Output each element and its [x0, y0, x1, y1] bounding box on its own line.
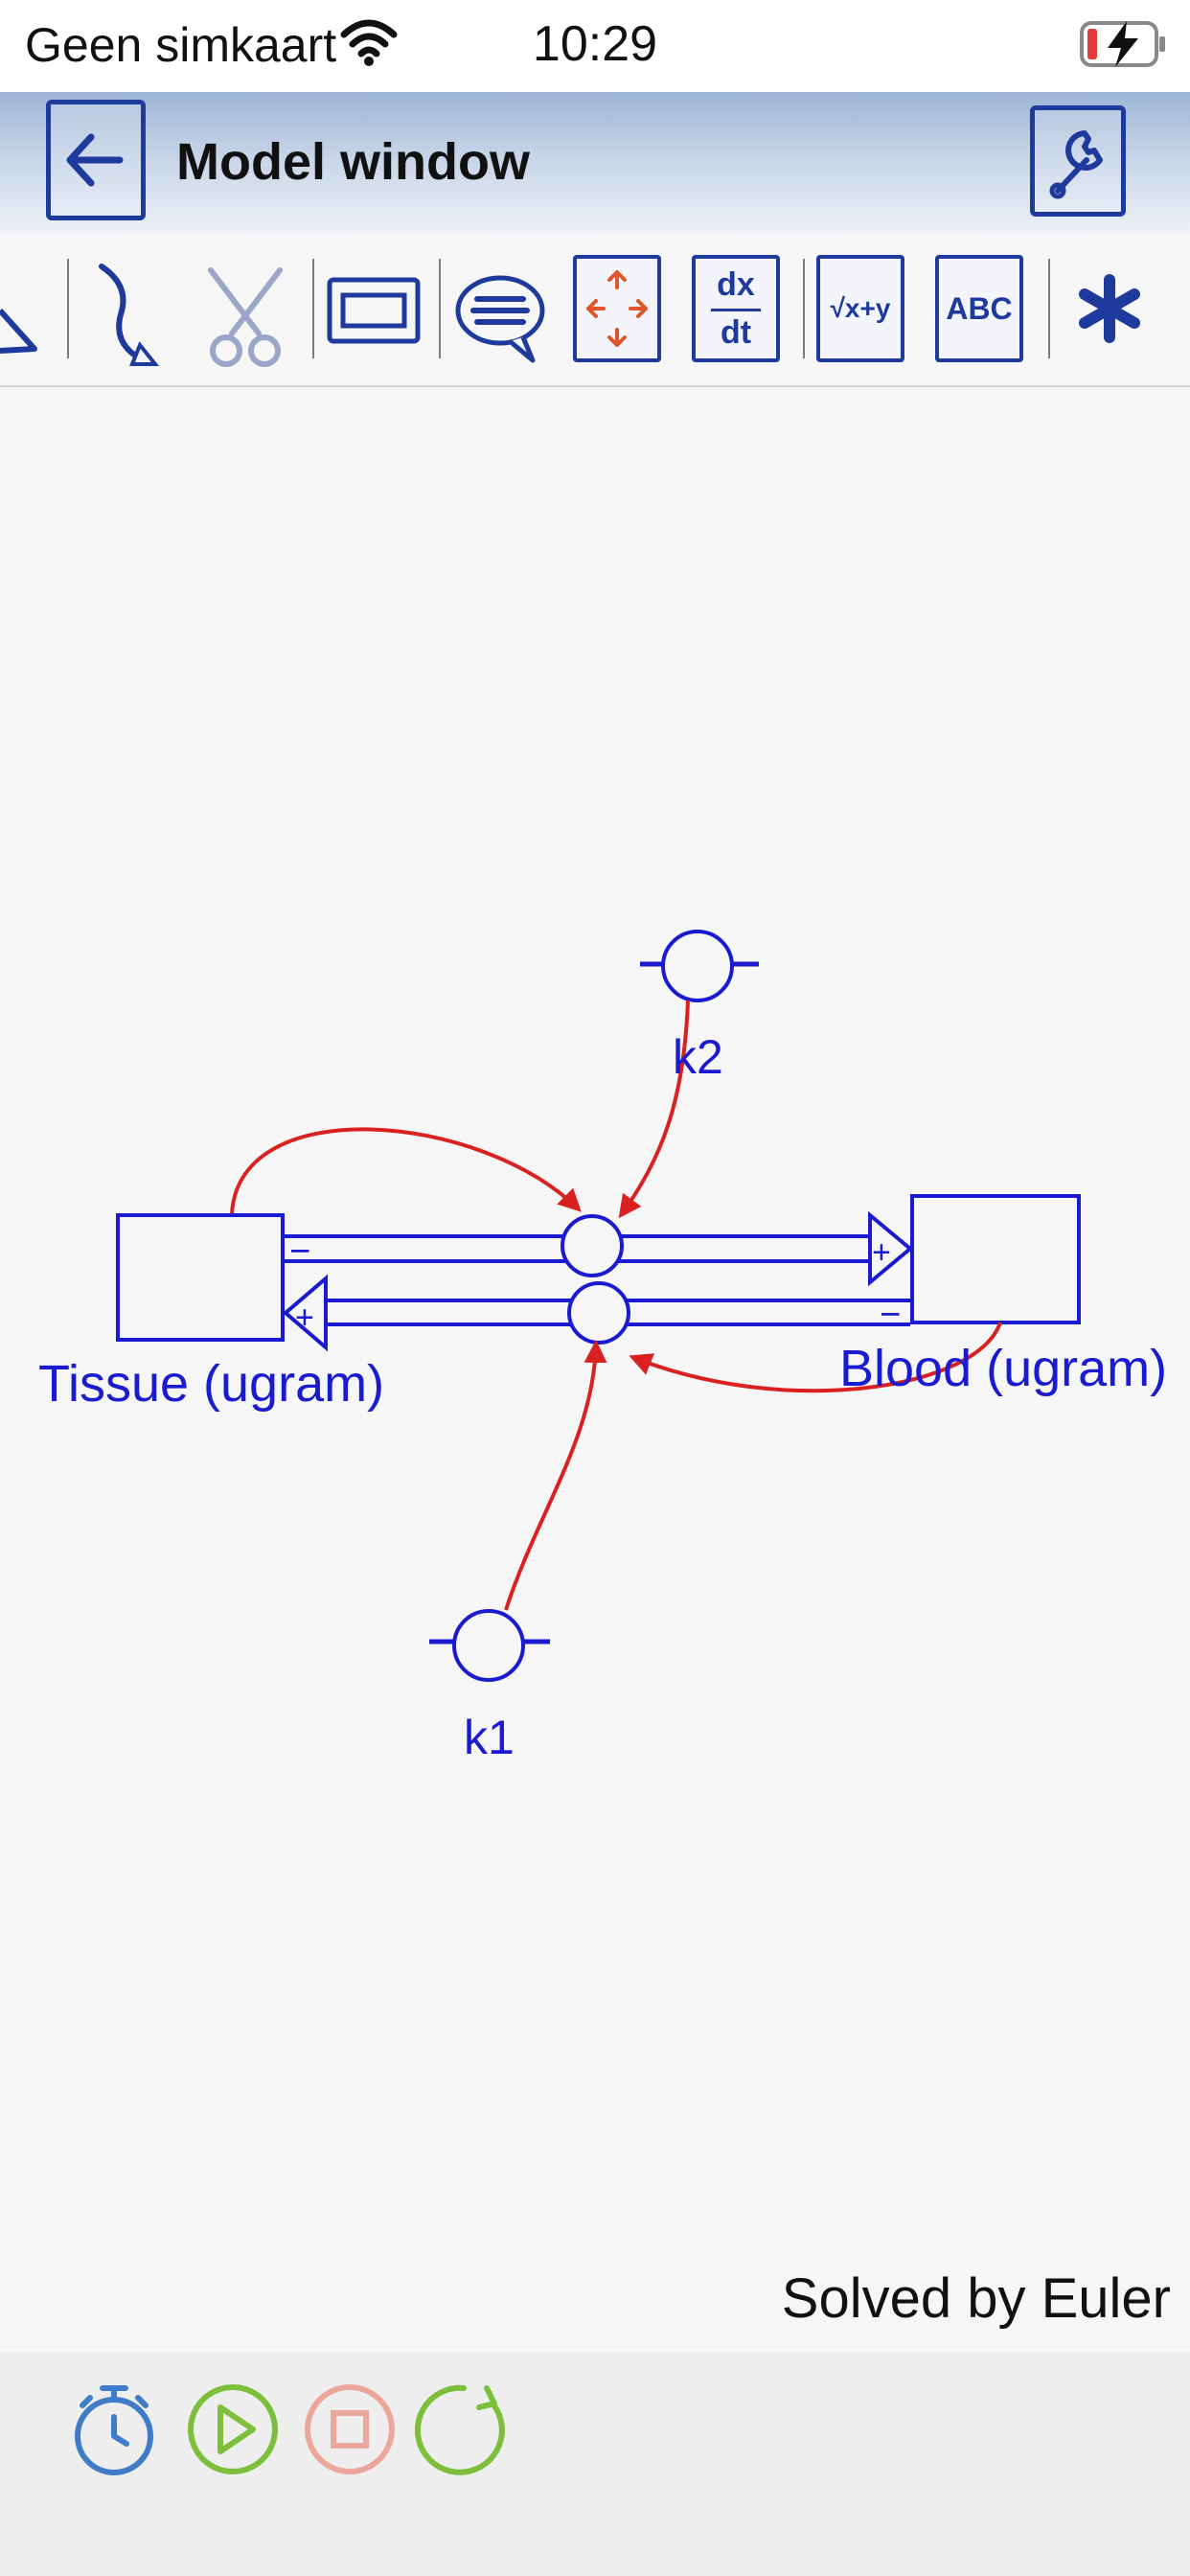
- stock-blood[interactable]: [910, 1194, 1081, 1324]
- flow-arrowhead-left: [282, 1274, 328, 1352]
- wrench-icon: [1049, 130, 1103, 199]
- toolbar-separator: [439, 259, 441, 358]
- rectangle-icon[interactable]: [326, 272, 422, 349]
- formula-button[interactable]: √x+y: [816, 255, 904, 362]
- stock-tissue[interactable]: [116, 1213, 285, 1342]
- constant-k1[interactable]: [429, 1609, 550, 1682]
- derivative-icon: dx dt: [696, 259, 776, 358]
- text-button[interactable]: ABC: [935, 255, 1023, 362]
- connector-blood-to-valve: [629, 1322, 1002, 1393]
- sign-plus-blood: +: [872, 1234, 891, 1271]
- toolbar-separator: [67, 259, 69, 358]
- arrow-left-icon: [66, 133, 124, 187]
- derivative-button[interactable]: dx dt: [692, 255, 780, 362]
- stock-label-blood: Blood (ugram): [839, 1340, 1167, 1397]
- constant-k2[interactable]: [640, 930, 759, 1002]
- constant-label-k1: k1: [464, 1711, 515, 1764]
- battery-charging-icon: [1080, 21, 1165, 67]
- move-icon: [586, 270, 648, 347]
- connector-k1-to-valve: [504, 1340, 607, 1611]
- stock-icon[interactable]: [0, 291, 38, 358]
- constant-label-k2: k2: [673, 1030, 723, 1084]
- connector-icon[interactable]: [92, 257, 169, 372]
- wifi-icon: [340, 19, 398, 66]
- comment-icon[interactable]: [452, 270, 548, 366]
- toolbar-separator: [1048, 259, 1050, 358]
- sign-minus-blood: −: [880, 1295, 901, 1335]
- timer-icon[interactable]: [54, 2369, 174, 2490]
- solver-label: Solved by Euler: [781, 2267, 1171, 2330]
- derivative-denominator: dt: [720, 314, 752, 351]
- reset-icon[interactable]: [408, 2369, 529, 2490]
- toolbar-separator: [803, 259, 805, 358]
- toolbar-separator: [312, 259, 314, 358]
- connector-tissue-to-valve: [230, 1127, 582, 1214]
- status-bar: Geen simkaart 10:29: [0, 0, 1190, 92]
- formula-icon: √x+y: [830, 293, 891, 323]
- page-title: Model window: [176, 133, 530, 191]
- play-icon[interactable]: [172, 2369, 293, 2490]
- asterisk-icon[interactable]: [1075, 274, 1144, 343]
- flow-valve-top[interactable]: [561, 1214, 624, 1277]
- model-canvas[interactable]: − + + − Tissue (ugram) Blood (ugram) k2 …: [0, 387, 1190, 2352]
- scissors-icon[interactable]: [197, 266, 293, 372]
- connector-k2-to-valve: [618, 1000, 690, 1219]
- flow-arrowhead-right: [868, 1210, 914, 1287]
- carrier-label: Geen simkaart: [25, 18, 337, 72]
- clock: 10:29: [532, 16, 658, 72]
- flow-valve-bottom[interactable]: [567, 1281, 630, 1345]
- move-button[interactable]: [573, 255, 661, 362]
- settings-button[interactable]: [1030, 105, 1126, 217]
- toolbar: dx dt √x+y ABC: [0, 234, 1190, 387]
- text-icon: ABC: [946, 291, 1013, 326]
- nav-bar: Model window: [0, 92, 1190, 234]
- sign-minus-tissue: −: [289, 1231, 310, 1272]
- derivative-numerator: dx: [717, 266, 755, 303]
- stop-icon[interactable]: [289, 2369, 410, 2490]
- bottom-bar: [0, 2352, 1190, 2576]
- sign-plus-tissue: +: [295, 1300, 314, 1336]
- back-button[interactable]: [46, 100, 146, 220]
- stock-label-tissue: Tissue (ugram): [38, 1355, 384, 1413]
